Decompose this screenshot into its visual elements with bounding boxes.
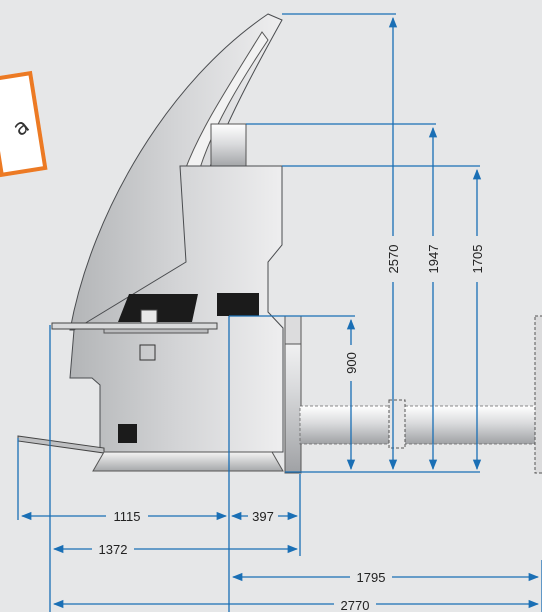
socket-black — [118, 424, 137, 443]
label-width-1115: 1115 — [114, 509, 141, 524]
head-block — [210, 123, 247, 169]
control-panel-right — [217, 293, 259, 316]
label-height-1705: 1705 — [470, 245, 485, 274]
machine — [17, 13, 542, 474]
boom-clamp — [388, 399, 406, 449]
indicator-square — [139, 344, 156, 361]
far-support — [534, 315, 542, 474]
work-table — [51, 322, 218, 330]
control-panel-left — [118, 294, 198, 322]
label-height-900: 900 — [344, 352, 359, 374]
label-height-2570: 2570 — [386, 245, 401, 274]
label-width-397: 397 — [252, 509, 274, 524]
label-height-1947: 1947 — [426, 245, 441, 274]
stand-cap — [284, 315, 302, 345]
base-plinth — [92, 451, 284, 472]
boom-rail — [299, 405, 542, 445]
work-table-edge — [103, 328, 209, 334]
foot-bar — [17, 435, 105, 454]
label-width-1795: 1795 — [357, 570, 386, 585]
label-width-1372: 1372 — [99, 542, 128, 557]
label-width-2770: 2770 — [341, 598, 370, 612]
